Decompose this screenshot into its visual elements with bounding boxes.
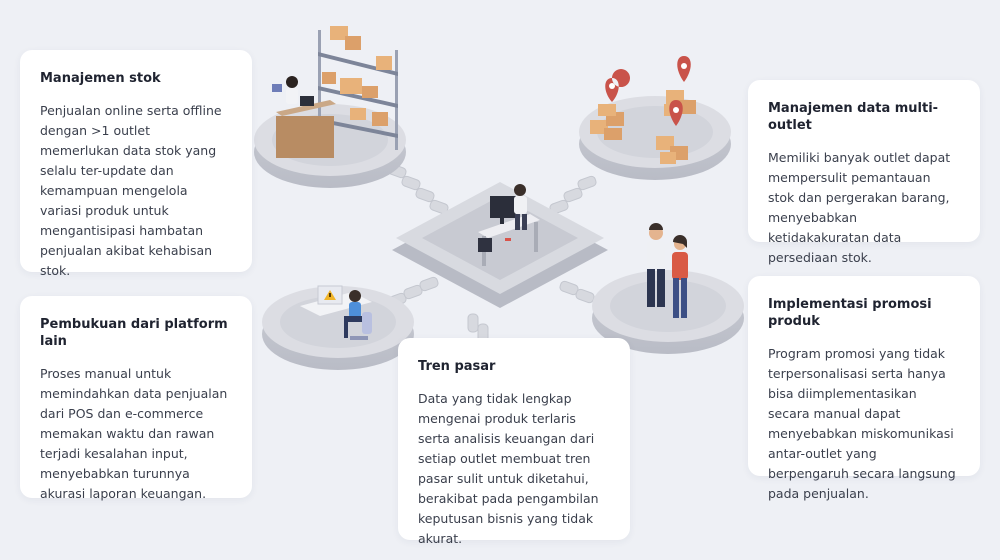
stock-boxes-location-pin-icon xyxy=(590,56,696,164)
card-body: Proses manual untuk memindahkan data pen… xyxy=(40,366,228,501)
card-title: Implementasi promosi produk xyxy=(768,297,932,329)
card-title: Manajemen data multi-outlet xyxy=(768,101,939,133)
card-body: Memiliki banyak outlet dapat mempersulit… xyxy=(768,150,951,265)
card-manajemen-stok: Manajemen stok Penjualan online serta of… xyxy=(20,50,252,278)
card-title: Pembukuan dari platform lain xyxy=(40,317,228,349)
card-promosi-produk: Implementasi promosi produk Program prom… xyxy=(748,276,980,501)
central-computer-desk-icon xyxy=(478,184,540,266)
card-body: Program promosi yang tidak terpersonalis… xyxy=(768,346,956,501)
meeting-disc xyxy=(592,270,744,354)
two-people-talking-icon xyxy=(647,223,688,318)
central-platform xyxy=(392,182,608,308)
office-worker-warning-icon xyxy=(300,285,372,340)
card-tren-pasar: Tren pasar Data yang tidak lengkap menge… xyxy=(398,338,630,546)
card-title: Manajemen stok xyxy=(40,71,161,86)
card-title: Tren pasar xyxy=(418,359,496,374)
card-body: Data yang tidak lengkap mengenai produk … xyxy=(418,391,599,546)
card-multi-outlet: Manajemen data multi-outlet Memiliki ban… xyxy=(748,80,980,265)
warehouse-worker-icon xyxy=(272,26,398,158)
card-body: Penjualan online serta offline dengan >1… xyxy=(40,103,222,278)
card-pembukuan-platform: Pembukuan dari platform lain Proses manu… xyxy=(20,296,252,501)
